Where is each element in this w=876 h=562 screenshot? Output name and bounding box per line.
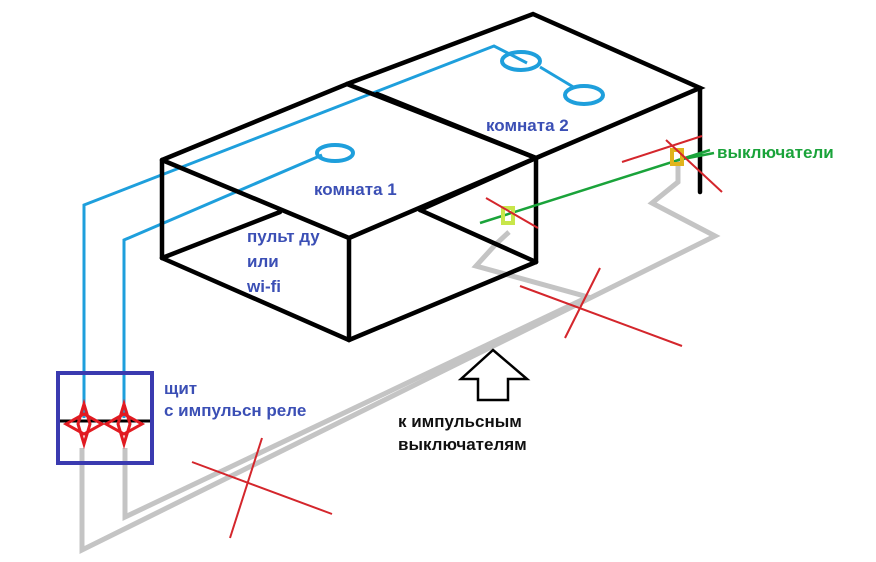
panel-label-line2: с импульсн реле: [164, 401, 307, 420]
switch-lines: [479, 148, 715, 225]
lamps: [315, 50, 605, 163]
switch-icon: [501, 206, 515, 225]
up-arrow-icon: [457, 348, 531, 402]
cross-mark: [229, 437, 263, 539]
room2-label: комната 2: [486, 116, 569, 135]
switch-wiring: [79, 160, 721, 555]
cross-mark: [519, 285, 683, 347]
room1-label: комната 1: [314, 180, 397, 199]
lamp-wire-room1: [122, 153, 323, 418]
impulse-label-line1: к импульсным: [398, 412, 522, 431]
lamp-icon: [500, 50, 542, 72]
cross-mark: [621, 135, 703, 163]
remote-label-line2: или: [247, 252, 279, 271]
lamp-link-room2: [539, 65, 576, 90]
cross-mark: [564, 267, 601, 339]
switch-wire-outer: [79, 160, 721, 555]
relays: [62, 398, 146, 450]
room1-floor: [159, 255, 539, 343]
switch-wire-inner: [122, 230, 596, 521]
room1-inner-wall: [159, 209, 283, 261]
lamp-icon: [315, 143, 355, 163]
remote-label-line1: пульт ду: [247, 227, 320, 246]
cross-mark: [485, 197, 539, 229]
room2-top: [344, 11, 706, 161]
room1-top-left: [159, 81, 542, 241]
cross-marks: [191, 135, 723, 539]
building-outline: [159, 11, 706, 343]
impulse-label-line2: выключателям: [398, 435, 527, 454]
electrical-panel: [56, 371, 154, 465]
lamp-icon: [563, 84, 605, 106]
room1-inner-floor: [417, 207, 539, 265]
cross-mark: [665, 139, 723, 193]
room2-inner-floor: [417, 155, 539, 213]
relay-icon: [62, 398, 106, 450]
relay-icon: [102, 398, 146, 450]
room2-divider: [374, 91, 539, 161]
remote-label-line3: wi-fi: [247, 277, 281, 296]
panel-label-line1: щит: [164, 379, 198, 398]
switches-label: выключатели: [717, 143, 834, 162]
cross-mark: [191, 461, 333, 515]
